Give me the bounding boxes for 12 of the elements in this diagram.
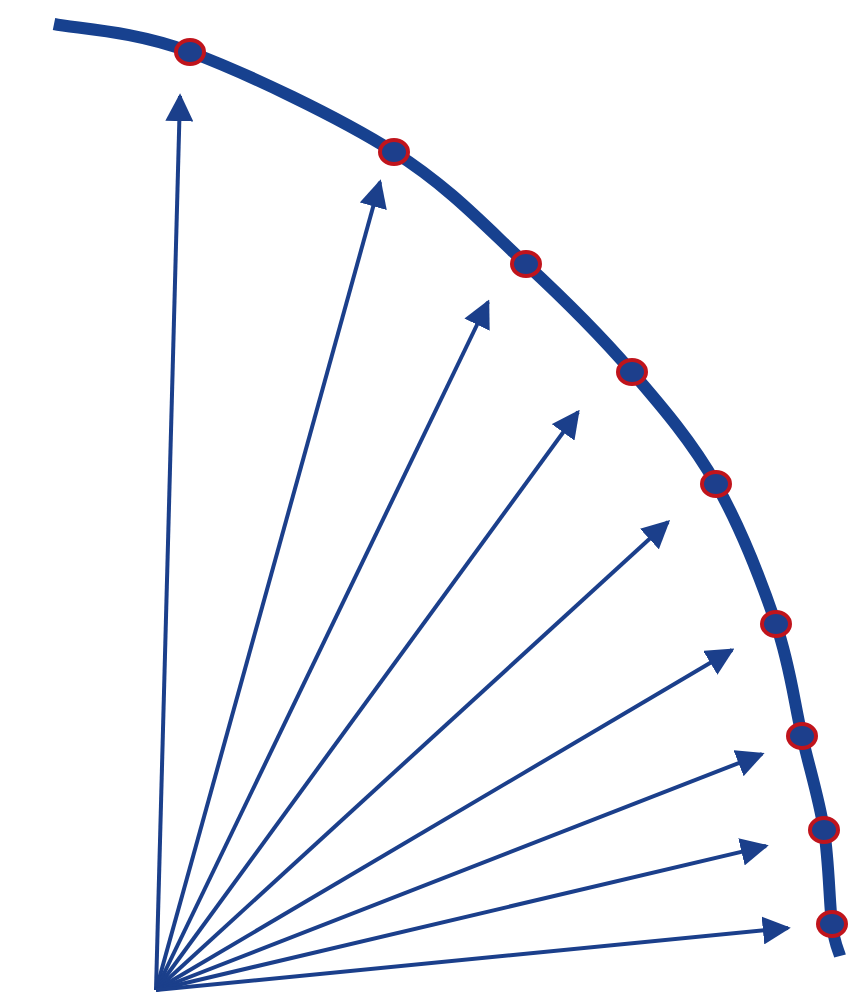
point-marker [510, 250, 542, 278]
point-marker [616, 358, 648, 386]
arrow [155, 916, 791, 992]
point-marker [808, 816, 840, 844]
point-marker [816, 910, 848, 938]
point-marker [174, 38, 206, 66]
point-marker [700, 470, 732, 498]
arrow [154, 93, 194, 991]
point-marker [760, 610, 792, 638]
point-marker [378, 138, 410, 166]
arrow [155, 838, 769, 992]
point-marker [786, 722, 818, 750]
